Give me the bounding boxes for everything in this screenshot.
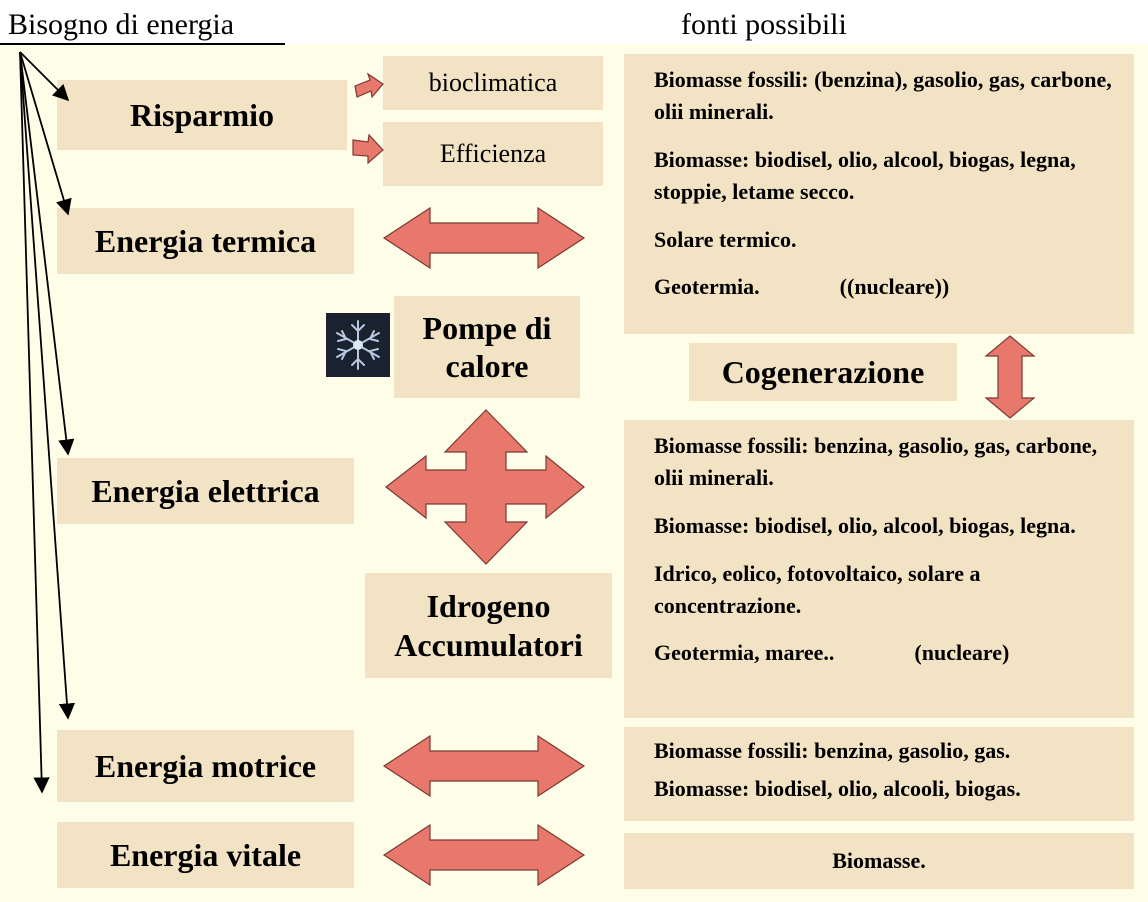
need-energia-elettrica: Energia elettrica xyxy=(57,458,354,524)
snowflake-image xyxy=(326,313,390,377)
double-arrow-termica xyxy=(382,206,586,270)
source-elettrica-geotermia-row: Geotermia, maree.. (nucleare) xyxy=(654,637,1114,669)
source-elettrica-nucleare: (nucleare) xyxy=(914,640,1010,666)
need-energia-motrice: Energia motrice xyxy=(57,730,354,802)
source-elettrica-fossili: Biomasse fossili: benzina, gasolio, gas,… xyxy=(654,433,1098,490)
idrogeno-line-2: Accumulatori xyxy=(394,626,583,663)
need-energia-termica: Energia termica xyxy=(57,208,354,274)
option-efficienza-label: Efficienza xyxy=(439,139,547,168)
arrow-to-elettrica xyxy=(19,51,75,456)
need-energia-termica-label: Energia termica xyxy=(94,222,317,259)
source-termica-fossili: Biomasse fossili: (benzina), gasolio, ga… xyxy=(654,67,1112,124)
arrow-to-risparmio xyxy=(19,51,70,102)
arrow-to-termica xyxy=(19,51,72,216)
need-energia-vitale: Energia vitale xyxy=(57,822,354,888)
need-connector-arrows xyxy=(19,51,76,794)
double-arrow-vitale xyxy=(382,823,586,887)
source-motrice-fossili: Biomasse fossili: benzina, gasolio, gas. xyxy=(654,738,1011,763)
source-termica-biomasse: Biomasse: biodisel, olio, alcool, biogas… xyxy=(654,146,1076,204)
sources-motrice: Biomasse fossili: benzina, gasolio, gas.… xyxy=(624,727,1134,821)
sources-vitale: Biomasse. xyxy=(624,833,1134,889)
option-bioclimatica-label: bioclimatica xyxy=(428,68,558,97)
arrow-to-efficienza xyxy=(352,133,384,165)
idrogeno-line-1: Idrogeno xyxy=(426,588,551,625)
box-idrogeno-accumulatori: Idrogeno Accumulatori xyxy=(365,573,612,678)
cross-arrow-elettrica xyxy=(385,409,585,565)
source-elettrica-geotermia: Geotermia, maree.. xyxy=(654,640,835,666)
box-cogenerazione: Cogenerazione xyxy=(689,343,957,401)
arrow-to-vitale xyxy=(19,51,50,794)
source-elettrica-biomasse: Biomasse: biodisel, olio, alcool, biogas… xyxy=(654,512,1076,538)
need-energia-motrice-label: Energia motrice xyxy=(94,747,317,784)
need-risparmio: Risparmio xyxy=(57,80,347,150)
option-bioclimatica: bioclimatica xyxy=(383,56,603,110)
snowflake-icon xyxy=(336,320,380,370)
source-elettrica-rinnovabili: Idrico, eolico, fotovoltaico, solare a c… xyxy=(654,560,981,618)
source-termica-solare: Solare termico. xyxy=(654,226,797,252)
sources-termica: Biomasse fossili: (benzina), gasolio, ga… xyxy=(624,54,1134,334)
sources-elettrica: Biomasse fossili: benzina, gasolio, gas,… xyxy=(624,420,1134,718)
double-arrow-cogenerazione xyxy=(984,335,1036,419)
option-efficienza: Efficienza xyxy=(383,122,603,186)
source-termica-geotermia-row: Geotermia. ((nucleare)) xyxy=(654,271,1114,303)
source-termica-nucleare: ((nucleare)) xyxy=(839,274,950,300)
source-vitale-biomasse: Biomasse. xyxy=(832,848,926,873)
arrow-to-motrice xyxy=(19,51,76,720)
header-underline xyxy=(0,43,285,45)
cogenerazione-label: Cogenerazione xyxy=(721,353,925,390)
box-pompe-di-calore: Pompe di calore xyxy=(394,296,580,398)
source-termica-geotermia: Geotermia. xyxy=(654,274,760,300)
left-header: Bisogno di energia xyxy=(8,8,235,41)
need-risparmio-label: Risparmio xyxy=(130,96,274,133)
need-energia-elettrica-label: Energia elettrica xyxy=(91,472,320,509)
source-motrice-biomasse: Biomasse: biodisel, olio, alcooli, bioga… xyxy=(654,775,1021,801)
arrow-to-bioclimatica xyxy=(354,72,384,99)
right-header: fonti possibili xyxy=(681,8,847,41)
pompe-line-1: Pompe di xyxy=(422,309,552,346)
need-energia-vitale-label: Energia vitale xyxy=(109,836,302,873)
double-arrow-motrice xyxy=(382,734,586,798)
pompe-line-2: calore xyxy=(445,348,529,384)
